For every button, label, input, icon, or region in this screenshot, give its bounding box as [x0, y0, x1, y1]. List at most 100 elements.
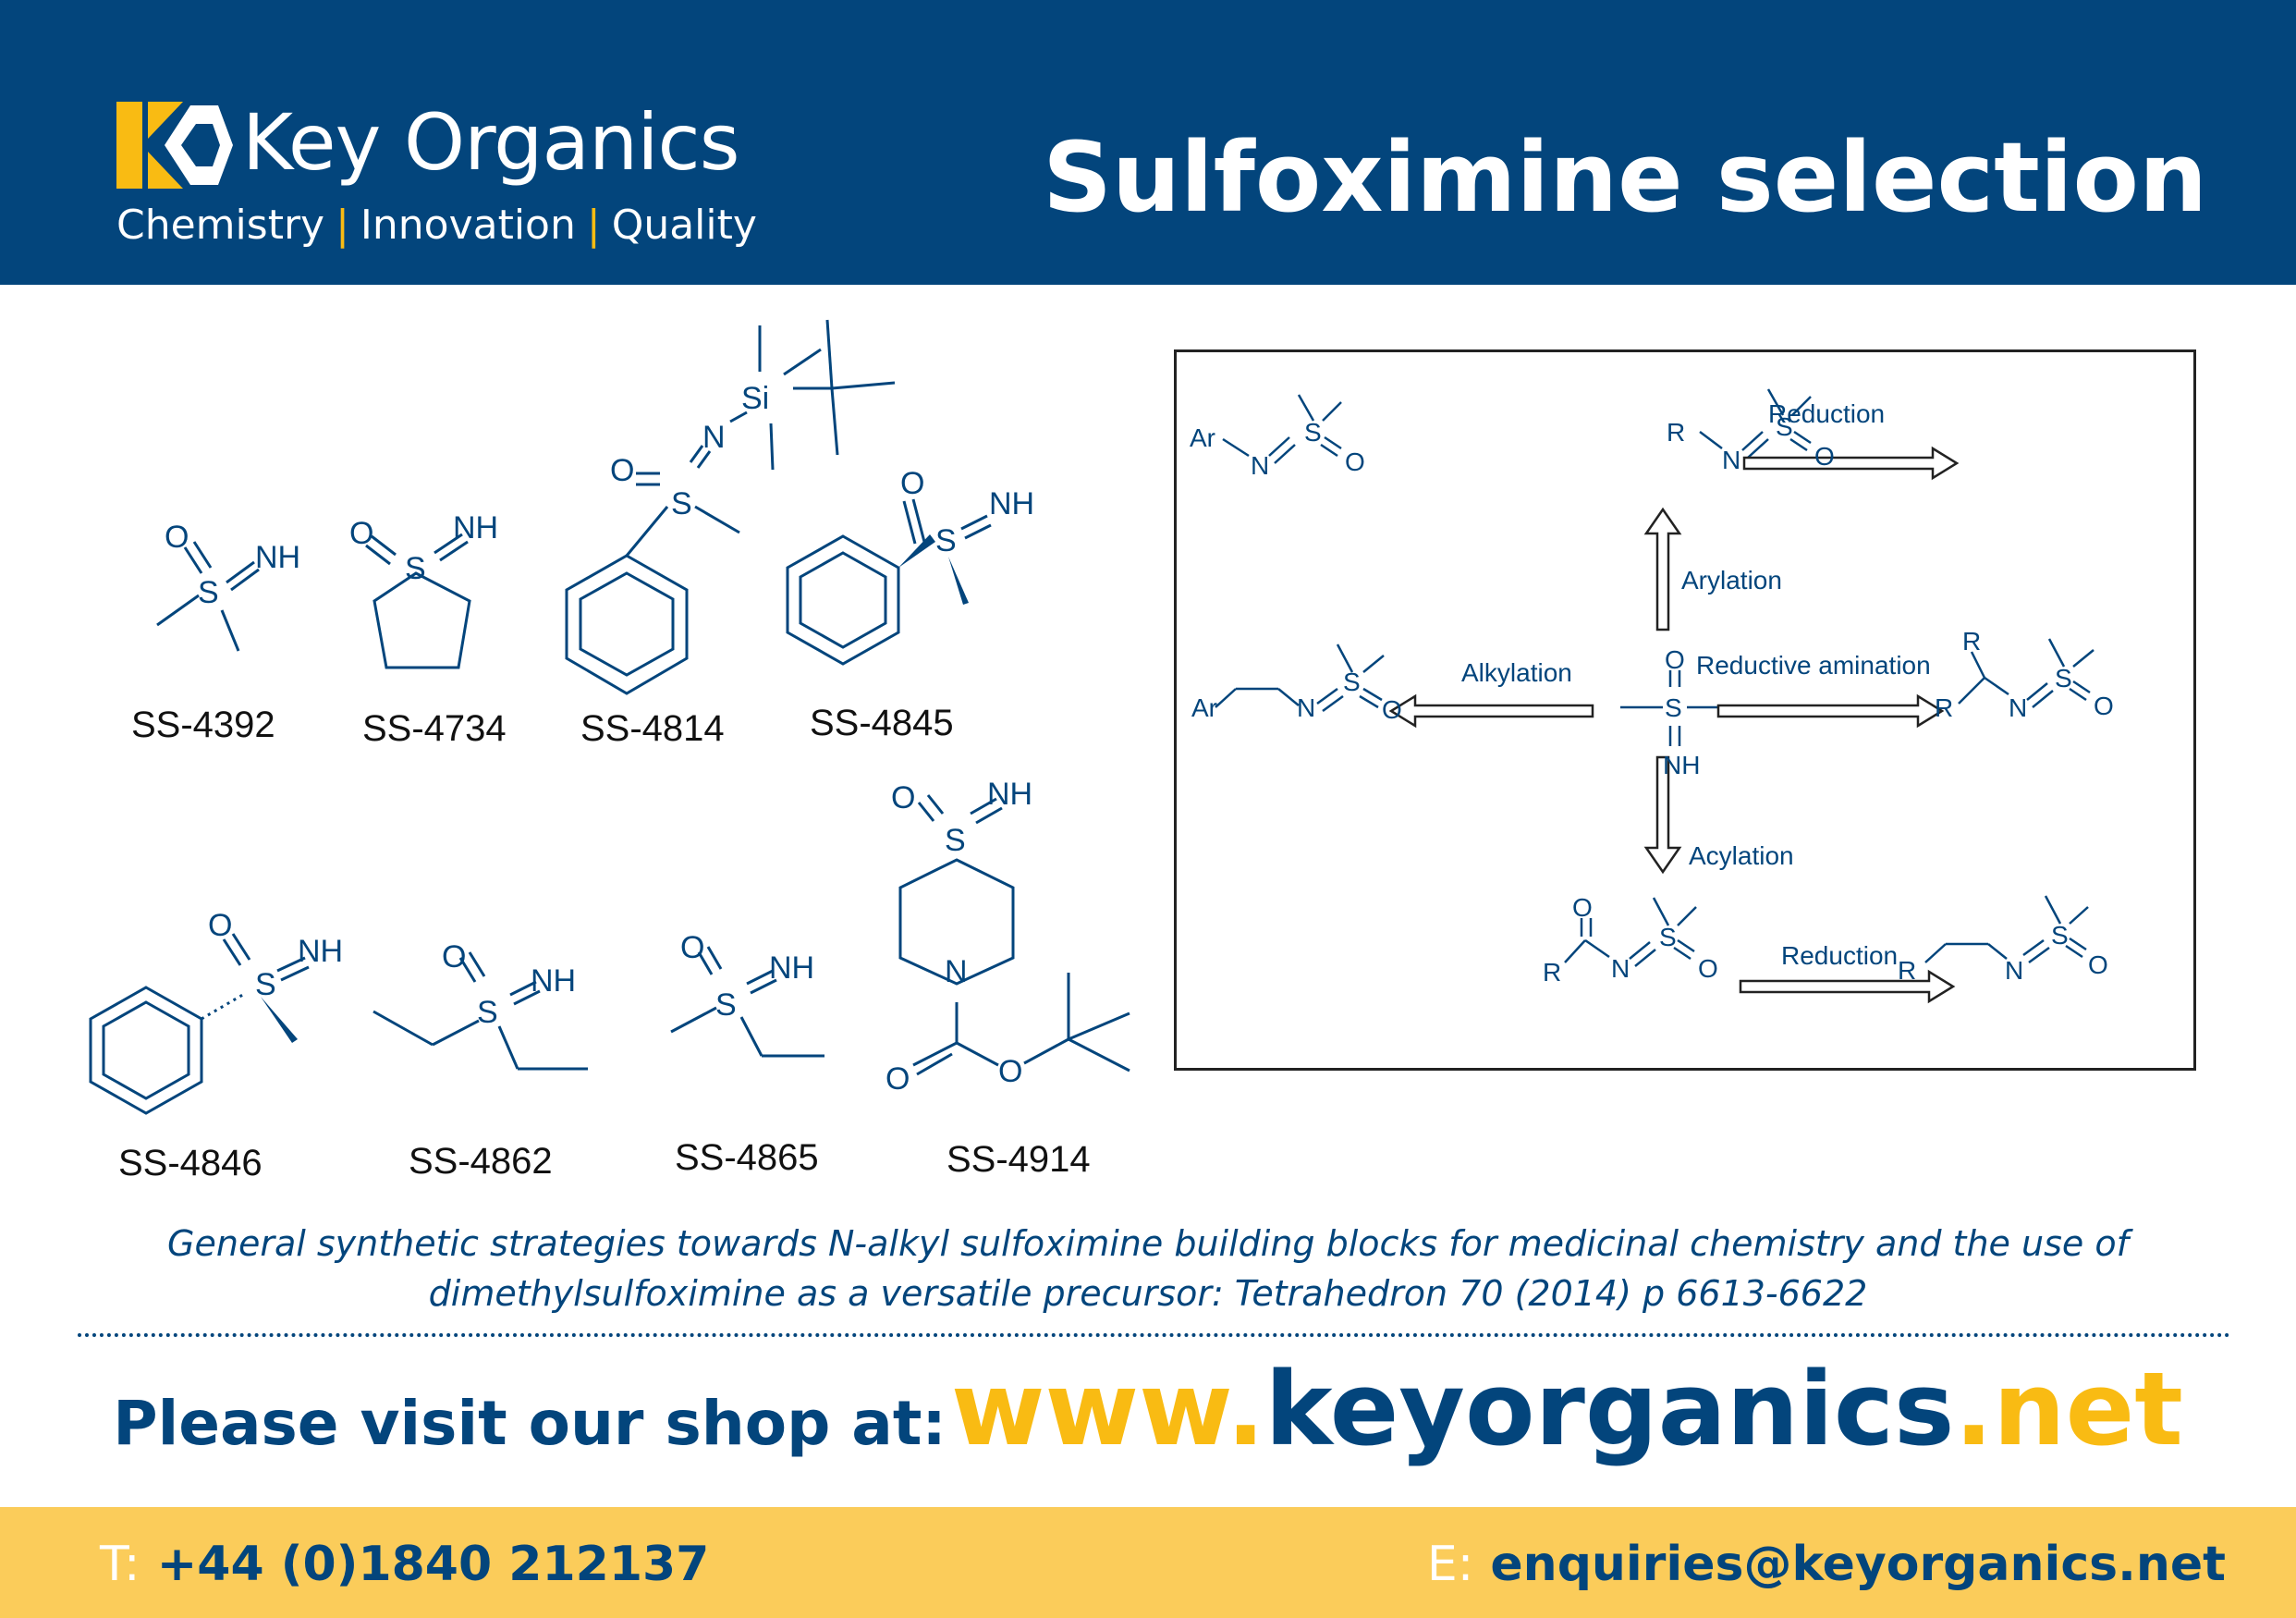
svg-text:S: S	[945, 823, 966, 858]
email-contact: E: enquiries@keyorganics.net	[1427, 1540, 2226, 1588]
tagline: Chemistry|Innovation|Quality	[116, 205, 757, 246]
svg-text:Ar: Ar	[1190, 423, 1215, 452]
svg-text:O: O	[442, 939, 466, 974]
svg-text:S: S	[255, 967, 276, 1002]
compound-id: SS-4734	[362, 708, 507, 749]
svg-text:N: N	[1297, 693, 1315, 722]
shop-url-prefix[interactable]: www.	[950, 1350, 1265, 1468]
svg-text:S: S	[405, 551, 426, 586]
citation-line-2: dimethylsulfoximine as a versatile precu…	[428, 1273, 1868, 1314]
shop-url-domain[interactable]: keyorganics	[1264, 1350, 1955, 1468]
svg-text:NH: NH	[531, 963, 576, 999]
svg-text:O: O	[165, 520, 189, 555]
svg-text:NH: NH	[453, 510, 498, 545]
compound-id: SS-4846	[118, 1143, 263, 1183]
svg-text:O: O	[208, 908, 232, 943]
svg-text:S: S	[477, 995, 498, 1030]
email-label: E:	[1426, 1537, 1474, 1592]
compound-id: SS-4914	[946, 1139, 1091, 1180]
svg-text:O: O	[349, 516, 373, 551]
scheme-label-alkylation: Alkylation	[1461, 658, 1572, 687]
phone-label: T:	[100, 1537, 140, 1592]
svg-text:N: N	[2005, 956, 2023, 985]
svg-text:NH: NH	[769, 950, 814, 986]
svg-text:Si: Si	[741, 381, 769, 416]
svg-text:NH: NH	[989, 486, 1034, 521]
visit-label: Please visit our shop at:	[113, 1388, 946, 1459]
svg-text:N: N	[1722, 446, 1740, 474]
svg-text:N: N	[1251, 451, 1269, 480]
phone-contact: T: +44 (0)1840 212137	[100, 1540, 709, 1588]
svg-text:R: R	[1898, 956, 1916, 985]
svg-text:N: N	[2009, 693, 2027, 722]
tagline-innovation: Innovation	[360, 202, 576, 249]
svg-text:O: O	[1382, 695, 1402, 724]
phone-number[interactable]: +44 (0)1840 212137	[156, 1537, 710, 1592]
svg-text:O: O	[1698, 954, 1718, 983]
svg-text:O: O	[900, 466, 924, 501]
svg-text:S: S	[2051, 921, 2069, 950]
citation-line-1: General synthetic strategies towards N-a…	[167, 1223, 2129, 1264]
svg-text:O: O	[885, 1061, 910, 1097]
svg-text:S: S	[1665, 693, 1682, 722]
shop-visit-banner: Please visit our shop at: www.keyorganic…	[0, 1350, 2296, 1468]
svg-text:O: O	[1572, 893, 1593, 922]
svg-text:S: S	[198, 575, 219, 610]
email-address[interactable]: enquiries@keyorganics.net	[1490, 1537, 2226, 1592]
key-organics-logo-icon	[116, 102, 233, 189]
svg-text:R: R	[1667, 418, 1685, 447]
svg-text:R: R	[1962, 627, 1981, 656]
compound-id: SS-4845	[810, 703, 954, 743]
dotted-divider	[78, 1333, 2231, 1337]
compound-id: SS-4865	[675, 1137, 819, 1178]
scheme-label-acylation: Acylation	[1689, 841, 1794, 870]
svg-text:NH: NH	[255, 540, 300, 575]
svg-text:O: O	[2088, 950, 2108, 979]
svg-text:S: S	[1304, 418, 1322, 447]
svg-text:S: S	[715, 987, 737, 1023]
header-banner: Key Organics Chemistry|Innovation|Qualit…	[0, 0, 2296, 285]
compound-id: SS-4862	[409, 1141, 553, 1182]
svg-text:Ar: Ar	[1191, 693, 1217, 722]
svg-text:O: O	[998, 1054, 1022, 1089]
svg-text:S: S	[1776, 412, 1793, 441]
svg-text:S: S	[671, 486, 692, 521]
svg-text:N: N	[945, 954, 968, 989]
svg-text:N: N	[1611, 954, 1630, 983]
svg-text:S: S	[1343, 668, 1361, 696]
svg-text:S: S	[2055, 664, 2072, 693]
svg-text:O: O	[2094, 692, 2114, 720]
svg-text:O: O	[1665, 645, 1685, 674]
svg-text:NH: NH	[1663, 751, 1700, 779]
svg-text:O: O	[1814, 442, 1835, 471]
svg-text:S: S	[935, 523, 957, 558]
svg-text:O: O	[891, 780, 915, 815]
svg-text:S: S	[1659, 923, 1677, 951]
svg-text:R: R	[1935, 693, 1953, 722]
scheme-label-arylation: Arylation	[1681, 566, 1782, 594]
compound-id: SS-4392	[131, 705, 275, 745]
contact-footer: T: +44 (0)1840 212137 E: enquiries@keyor…	[0, 1507, 2296, 1618]
svg-text:NH: NH	[987, 777, 1032, 812]
page-title: Sulfoximine selection	[1043, 121, 2207, 234]
svg-text:O: O	[610, 453, 634, 488]
tagline-divider: |	[336, 202, 349, 249]
svg-text:O: O	[680, 930, 704, 965]
shop-url-suffix[interactable]: .net	[1954, 1350, 2183, 1468]
svg-text:N: N	[702, 420, 726, 455]
scheme-label-reduction-bottom: Reduction	[1781, 941, 1898, 970]
scheme-label-reduction-top: Reduction	[1768, 399, 1885, 428]
svg-text:NH: NH	[298, 934, 343, 969]
tagline-divider: |	[586, 202, 601, 249]
tagline-quality: Quality	[611, 202, 757, 249]
tagline-chemistry: Chemistry	[116, 202, 325, 249]
compound-id: SS-4814	[580, 708, 725, 749]
svg-text:O: O	[1345, 447, 1365, 476]
svg-text:R: R	[1543, 958, 1561, 987]
scheme-label-reductive-amination: Reductive amination	[1696, 651, 1931, 680]
brand-name: Key Organics	[242, 97, 739, 188]
literature-citation: General synthetic strategies towards N-a…	[129, 1219, 2167, 1318]
